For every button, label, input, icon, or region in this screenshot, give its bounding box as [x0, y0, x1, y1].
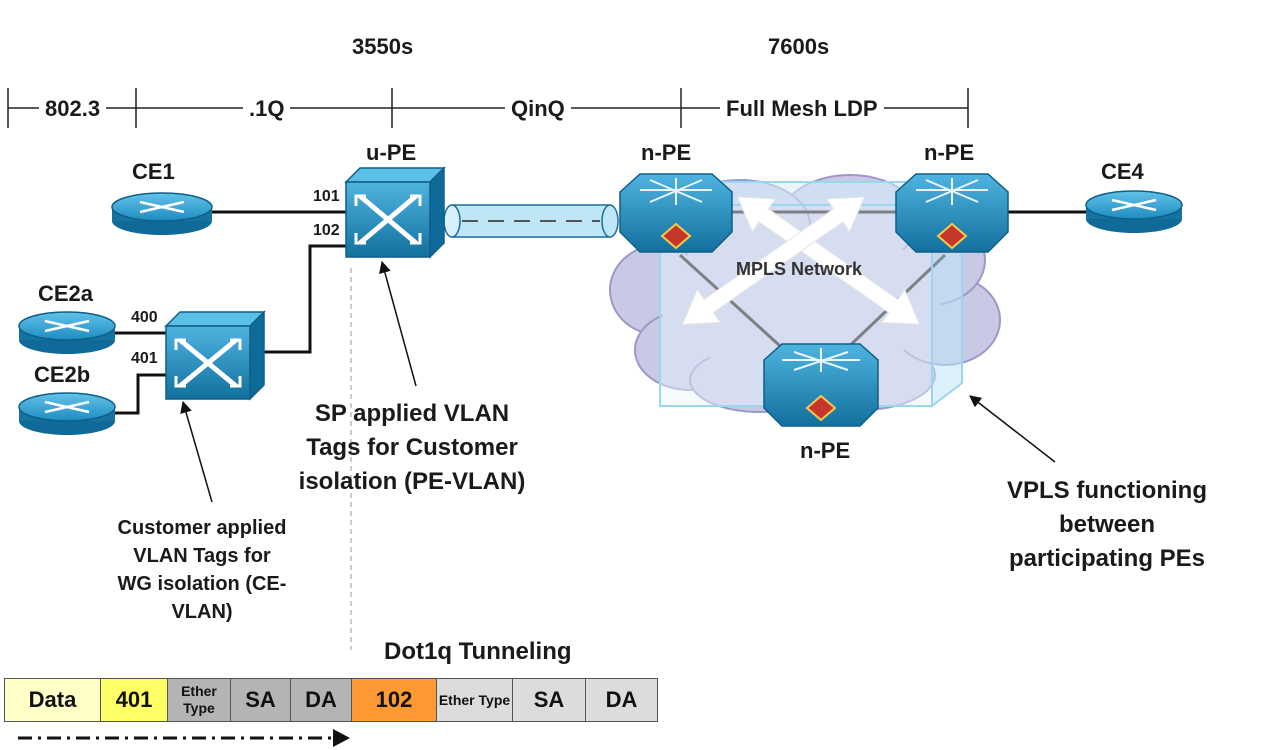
annotation-line: isolation (PE-VLAN) [298, 468, 526, 495]
frame-direction-arrowhead [333, 729, 350, 747]
mesh-link-left [678, 253, 792, 357]
frame-cell-inner-da: DA [290, 678, 352, 722]
vpls-arrows [681, 196, 921, 325]
segment-label-qinq: QinQ [505, 96, 571, 122]
segment-label-dot1q: .1Q [243, 96, 291, 122]
segment-label-full-mesh-ldp: Full Mesh LDP [720, 96, 884, 122]
annotation-line: Tags for Customer [306, 434, 518, 461]
frame-title: Dot1q Tunneling [384, 638, 572, 665]
switch-access-shape [164, 310, 266, 401]
annotation-customer-vlan-tags: Customer applied VLAN Tags for WG isolat… [82, 514, 322, 626]
device-label-ce2a: CE2a [38, 281, 94, 306]
sp-tags-arrow [379, 260, 417, 387]
annotation-line: SP applied VLAN [314, 400, 510, 427]
segment-label-8023: 802.3 [39, 96, 107, 122]
annotation-line: VPLS functioning [1007, 477, 1207, 504]
frame-cell-inner-ethertype: Ether Type [167, 678, 231, 722]
router-ce4-shape [1085, 190, 1183, 233]
annotation-line: WG isolation (CE- [117, 573, 287, 595]
device-label-upe: u-PE [366, 140, 417, 165]
npe-left-shape [619, 173, 733, 253]
port-label-400: 400 [131, 309, 158, 326]
link-switch-upe [262, 244, 346, 354]
frame-cell-pe-vlan: 102 [351, 678, 437, 722]
frame-cell-data: Data [4, 678, 101, 722]
port-label-401: 401 [131, 350, 158, 367]
group-header-3550s: 3550s [352, 34, 414, 59]
device-label-npe-right: n-PE [924, 140, 975, 165]
device-label-npe-bottom: n-PE [800, 438, 851, 463]
frame-cell-inner-sa: SA [230, 678, 291, 722]
npe-bottom-shape [763, 343, 879, 427]
router-ce2a-shape [18, 311, 116, 354]
npe-right-shape [895, 173, 1009, 253]
annotation-line: VLAN) [171, 601, 233, 623]
port-label-101: 101 [313, 188, 340, 205]
device-label-npe-left: n-PE [641, 140, 692, 165]
annotation-vpls: VPLS functioning between participating P… [972, 474, 1242, 576]
links [114, 210, 1088, 415]
qinq-tunnel [443, 204, 619, 238]
group-header-7600s: 7600s [768, 34, 830, 59]
annotation-line: between [1058, 511, 1156, 538]
router-ce1-shape [111, 192, 213, 235]
mpls-network-label: MPLS Network [736, 259, 863, 279]
vpls-arrow [969, 395, 1056, 463]
annotation-sp-vlan-tags: SP applied VLAN Tags for Customer isolat… [262, 397, 562, 499]
annotation-line: participating PEs [1008, 545, 1206, 572]
link-ce2b-switch [114, 373, 166, 415]
annotation-line: Customer applied [117, 517, 287, 539]
annotation-arrows [180, 260, 1056, 503]
router-ce2b-shape [18, 392, 116, 435]
device-label-ce1: CE1 [132, 159, 175, 184]
annotation-line: VLAN Tags for [133, 545, 271, 567]
frame-cell-outer-da: DA [585, 678, 658, 722]
frame-cell-ce-vlan: 401 [100, 678, 168, 722]
device-label-ce2b: CE2b [34, 362, 91, 387]
frame-cell-outer-ethertype: Ether Type [436, 678, 513, 722]
customer-tags-arrow [180, 400, 213, 503]
port-label-102: 102 [313, 222, 340, 239]
switch-upe-shape [344, 166, 446, 259]
device-label-ce4: CE4 [1101, 159, 1144, 184]
frame-cell-outer-sa: SA [512, 678, 586, 722]
